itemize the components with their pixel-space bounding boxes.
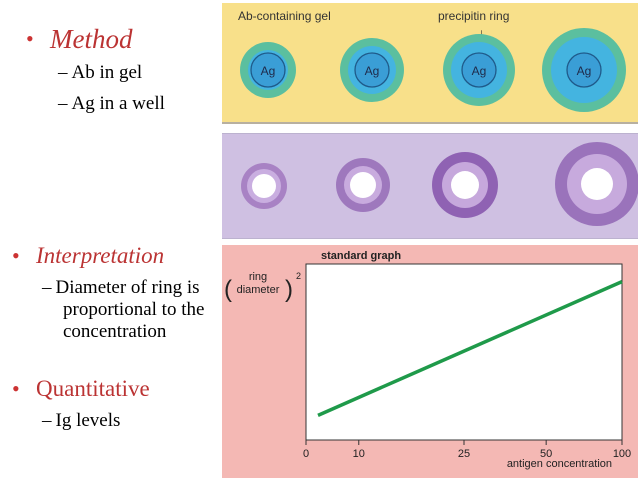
sub-bullet-proportional: proportional to the [63, 299, 205, 320]
sub-bullet-diameter: –Diameter of ring is [42, 277, 200, 298]
well-label: Ag [261, 64, 276, 78]
x-axis-label: antigen concentration [507, 458, 612, 470]
x-tick-label: 10 [353, 448, 365, 460]
gel-photo-panel [222, 133, 638, 239]
standard-graph-panel: standard graph ( ring diameter ) 2 0 10 25… [222, 245, 638, 478]
sub-bullet-ab-in-gel: –Ab in gel [58, 62, 143, 83]
ylabel-ring: ring [249, 271, 267, 283]
gel-well-1: Ag [240, 42, 296, 98]
standard-graph-svg: standard graph ( ring diameter ) 2 0 10 25… [224, 250, 631, 470]
bullet-interpretation: Interpretation [36, 243, 165, 268]
x-tick-label: 0 [303, 448, 309, 460]
arrow-down-icon: ↓ [478, 25, 485, 41]
bullet-quantitative: Quantitative [36, 376, 150, 401]
photo-ring-4 [555, 142, 638, 226]
ylabel-close-paren: ) [285, 276, 293, 303]
bullet-dot: • [12, 376, 20, 401]
photo-ring-2 [336, 158, 390, 212]
x-tick-label: 50 [540, 448, 552, 460]
sub-bullet-ig-levels: –Ig levels [42, 410, 121, 431]
x-axis-ticks: 0 10 25 50 100 [303, 440, 631, 460]
sub-bullet-concentration: concentration [63, 321, 167, 342]
well-label: Ag [577, 64, 592, 78]
ab-gel-label: Ab-containing gel [238, 9, 331, 23]
bullet-method: Method [50, 24, 133, 54]
bullet-dot: • [12, 243, 20, 268]
photo-ring-1 [241, 163, 287, 209]
precipitin-ring-label: precipitin ring [438, 9, 510, 23]
photo-ring-3 [432, 152, 498, 218]
gel-wells-svg: Ag Ag Ag Ag [240, 28, 626, 112]
well-label: Ag [365, 64, 380, 78]
gel-diagram-panel: Ab-containing gel precipitin ring ↓ Ag A… [222, 3, 638, 124]
gel-well-2: Ag [340, 38, 404, 102]
standard-curve-line [317, 279, 623, 417]
x-tick-label: 100 [613, 448, 631, 460]
bullet-dot: • [26, 26, 34, 51]
gel-well-3: Ag [443, 34, 515, 106]
series-group [317, 279, 623, 417]
well-label: Ag [472, 64, 487, 78]
ring-photo-svg [241, 142, 638, 226]
x-tick-label: 25 [458, 448, 470, 460]
ylabel-open-paren: ( [224, 276, 232, 303]
ylabel-diameter: diameter [237, 284, 280, 296]
gel-well-4: Ag [542, 28, 626, 112]
sub-bullet-ag-in-well: –Ag in a well [58, 93, 165, 114]
ylabel-exponent: 2 [296, 271, 301, 281]
graph-title: standard graph [321, 250, 401, 262]
